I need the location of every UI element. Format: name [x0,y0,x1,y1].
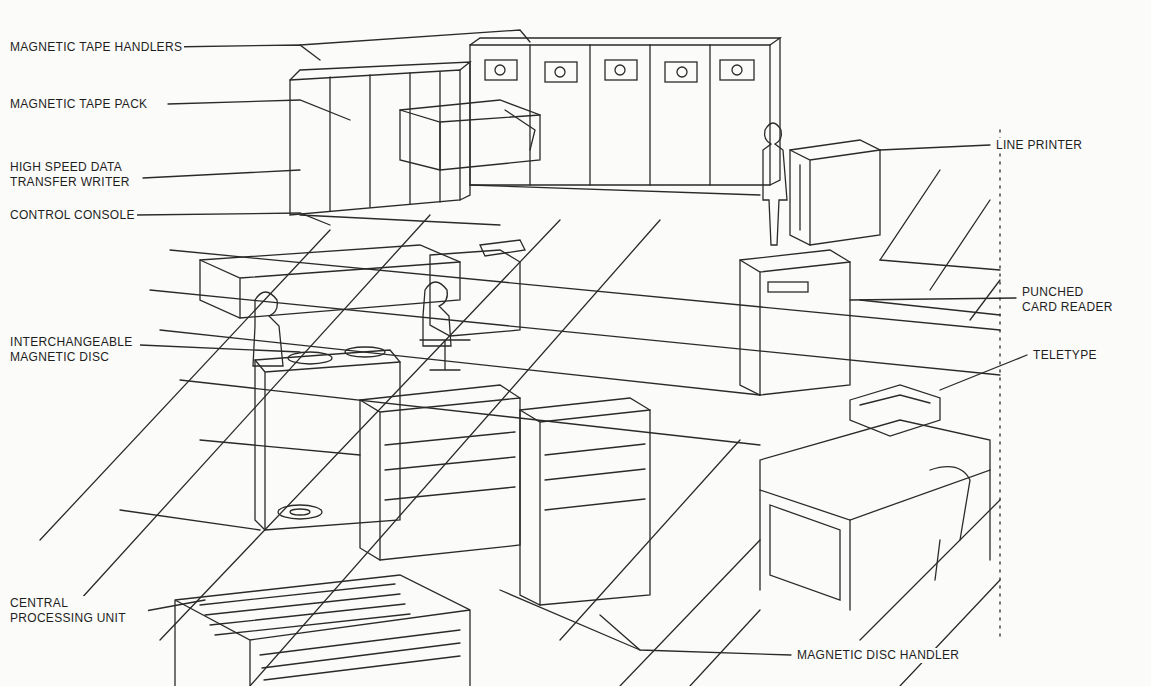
console-label: CONTROL CONSOLE [8,208,137,223]
cpu-label: CENTRAL PROCESSING UNIT [8,596,148,626]
printer-label: LINE PRINTER [994,138,1084,153]
disc-label: INTERCHANGEABLE MAGNETIC DISC [8,335,140,365]
teletype-label: TELETYPE [1031,348,1099,363]
card-reader-label: PUNCHED CARD READER [1020,285,1120,315]
tape-handlers-label: MAGNETIC TAPE HANDLERS [8,40,184,55]
tape-pack-label: MAGNETIC TAPE PACK [8,97,149,112]
disc-handler-label: MAGNETIC DISC HANDLER [795,648,961,663]
writer-label: HIGH SPEED DATA TRANSFER WRITER [8,160,142,190]
